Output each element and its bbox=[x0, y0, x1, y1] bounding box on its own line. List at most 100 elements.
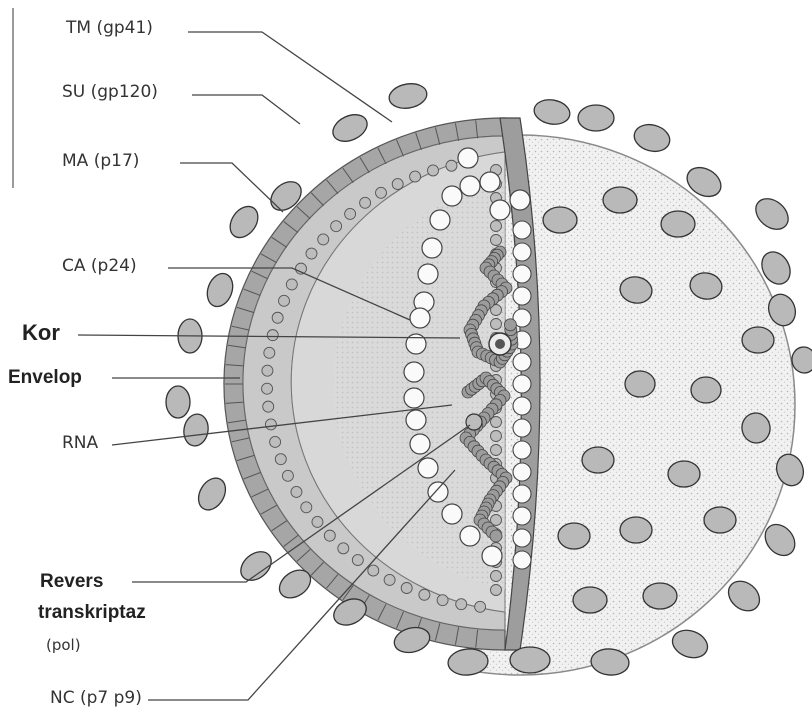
capsid-bead bbox=[513, 551, 531, 569]
matrix-bead bbox=[270, 436, 281, 447]
capsid-bead bbox=[513, 397, 531, 415]
gp120-knob bbox=[691, 377, 721, 403]
matrix-bead bbox=[345, 208, 356, 219]
capsid-bead bbox=[513, 419, 531, 437]
gp120-knob bbox=[532, 97, 572, 127]
matrix-bead bbox=[410, 171, 421, 182]
matrix-bead bbox=[491, 571, 502, 582]
capsid-bead bbox=[404, 388, 424, 408]
gp120-knob bbox=[582, 447, 614, 473]
matrix-bead bbox=[475, 601, 486, 612]
gp120-knob bbox=[193, 473, 231, 514]
matrix-bead bbox=[331, 221, 342, 232]
gp120-knob bbox=[750, 192, 794, 235]
su-label: SU (gp120) bbox=[62, 84, 158, 101]
gp120-knob bbox=[235, 546, 276, 586]
envelop-label: Envelop bbox=[8, 368, 82, 387]
revers-label-line1: Revers bbox=[40, 572, 103, 591]
matrix-bead bbox=[263, 401, 274, 412]
matrix-bead bbox=[301, 502, 312, 513]
capsid-bead bbox=[513, 353, 531, 371]
capsid-bead bbox=[510, 190, 530, 210]
matrix-bead bbox=[312, 516, 323, 527]
gp120-knob bbox=[166, 386, 190, 418]
tm-label: TM (gp41) bbox=[66, 20, 153, 37]
capsid-bead bbox=[428, 482, 448, 502]
capsid-bead bbox=[513, 221, 531, 239]
matrix-bead bbox=[279, 295, 290, 306]
capsid-bead bbox=[513, 287, 531, 305]
capsid-bead bbox=[513, 485, 531, 503]
capsid-bead bbox=[513, 243, 531, 261]
matrix-bead bbox=[491, 221, 502, 232]
ca-label: CA (p24) bbox=[62, 258, 137, 275]
capsid-bead bbox=[406, 410, 426, 430]
matrix-bead bbox=[265, 419, 276, 430]
capsid-bead bbox=[404, 362, 424, 382]
kor-label: Kor bbox=[22, 322, 60, 344]
matrix-bead bbox=[306, 248, 317, 259]
matrix-bead bbox=[456, 599, 467, 610]
capsid-bead bbox=[513, 265, 531, 283]
gp120-knob bbox=[669, 626, 712, 663]
matrix-bead bbox=[264, 347, 275, 358]
matrix-bead bbox=[437, 595, 448, 606]
gp120-knob bbox=[643, 583, 677, 609]
gp120-knob bbox=[704, 507, 736, 533]
matrix-bead bbox=[384, 574, 395, 585]
matrix-bead bbox=[352, 555, 363, 566]
matrix-bead bbox=[360, 197, 371, 208]
matrix-bead bbox=[267, 330, 278, 341]
matrix-bead bbox=[272, 312, 283, 323]
revers-label-line3: (pol) bbox=[46, 638, 81, 653]
rna-label: RNA bbox=[62, 435, 98, 452]
capsid-bead bbox=[458, 148, 478, 168]
matrix-bead bbox=[275, 454, 286, 465]
gp120-knob bbox=[181, 412, 210, 448]
capsid-bead bbox=[460, 526, 480, 546]
capsid-bead bbox=[410, 434, 430, 454]
gp120-knob bbox=[661, 211, 695, 237]
matrix-bead bbox=[262, 383, 273, 394]
rna-bead bbox=[490, 530, 502, 542]
enzyme-core bbox=[495, 339, 505, 349]
gp120-knob bbox=[558, 523, 590, 549]
matrix-bead bbox=[419, 589, 430, 600]
gp120-knob bbox=[224, 201, 263, 243]
gp120-knob bbox=[387, 81, 429, 111]
capsid-bead bbox=[513, 463, 531, 481]
gp120-knob bbox=[603, 187, 637, 213]
gp120-knob bbox=[620, 517, 652, 543]
capsid-bead bbox=[418, 458, 438, 478]
matrix-bead bbox=[491, 431, 502, 442]
ma-leader-line bbox=[180, 163, 283, 212]
matrix-bead bbox=[368, 565, 379, 576]
matrix-bead bbox=[262, 365, 273, 376]
capsid-bead bbox=[513, 507, 531, 525]
capsid-bead bbox=[513, 529, 531, 547]
capsid-bead bbox=[418, 264, 438, 284]
gp120-knob bbox=[203, 270, 237, 310]
gp120-knob bbox=[668, 461, 700, 487]
gp120-knob bbox=[510, 647, 550, 673]
gp120-knob bbox=[742, 327, 774, 353]
capsid-bead bbox=[482, 546, 502, 566]
gp120-knob bbox=[625, 371, 655, 397]
matrix-bead bbox=[338, 543, 349, 554]
matrix-bead bbox=[282, 470, 293, 481]
matrix-bead bbox=[318, 234, 329, 245]
capsid-bead bbox=[490, 200, 510, 220]
revers-label-line2: transkriptaz bbox=[38, 603, 146, 622]
gp120-knob bbox=[573, 587, 607, 613]
matrix-bead bbox=[491, 445, 502, 456]
capsid-bead bbox=[430, 210, 450, 230]
capsid-bead bbox=[410, 308, 430, 328]
capsid-bead bbox=[480, 172, 500, 192]
capsid-bead bbox=[442, 504, 462, 524]
capsid-bead bbox=[442, 186, 462, 206]
tm-leader-line bbox=[188, 32, 392, 122]
gp120-knob bbox=[631, 121, 673, 155]
gp120-knob bbox=[578, 105, 614, 131]
matrix-bead bbox=[401, 582, 412, 593]
